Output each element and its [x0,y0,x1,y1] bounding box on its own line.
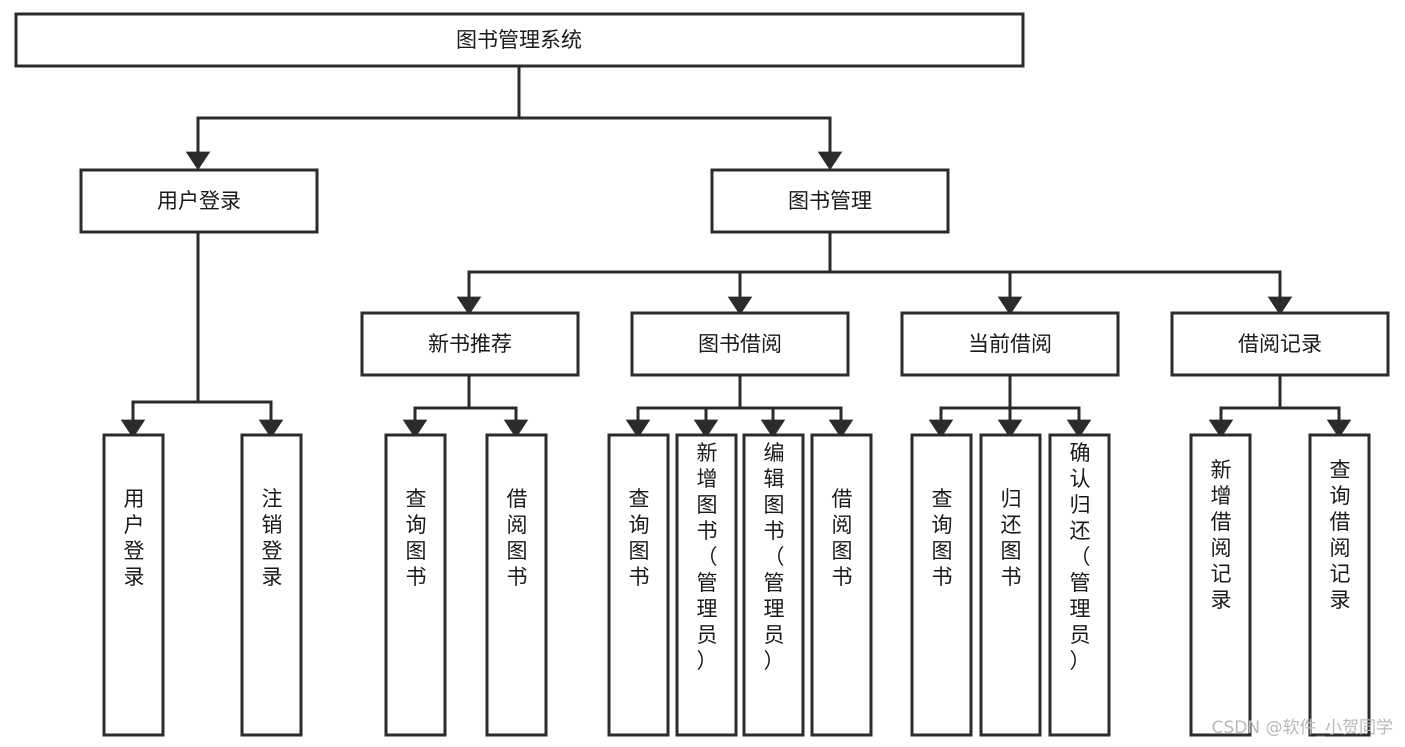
node-root[interactable]: 图书管理系统 [14,12,1025,68]
node-leaf-query-book-3-label: 查询图书 [932,487,953,589]
node-user-login-box[interactable] [79,168,319,234]
node-new-book-recommend[interactable]: 新书推荐 [360,311,580,377]
node-root-box[interactable] [14,12,1025,68]
node-leaf-query-book-1[interactable]: 查询图书 [384,433,447,737]
node-leaf-query-book-2[interactable]: 查询图书 [607,433,670,737]
node-leaf-borrow-book-2-label: 借阅图书 [832,487,853,589]
node-book-borrow-label: 图书借阅 [698,332,782,356]
node-leaf-add-record[interactable]: 新增借阅记录 [1189,433,1252,737]
node-current-borrow-box[interactable] [900,311,1120,377]
node-current-borrow-label: 当前借阅 [968,332,1052,356]
node-leaf-confirm-return-label: 确认归还（管理员） [1070,441,1091,673]
node-borrow-record-box[interactable] [1170,311,1390,377]
node-leaf-borrow-book-2-box[interactable] [810,433,873,737]
csdn-watermark: CSDN @软件_小贺同学 [1212,718,1393,738]
node-book-manage[interactable]: 图书管理 [710,168,950,234]
node-leaf-return-book-box[interactable] [979,433,1042,737]
node-leaf-query-book-3[interactable]: 查询图书 [910,433,973,737]
node-leaf-add-book[interactable]: 新增图书（管理员） [675,433,738,737]
node-leaf-query-book-1-label: 查询图书 [406,487,427,589]
node-leaf-query-record-box[interactable] [1308,433,1371,737]
node-book-manage-box[interactable] [710,168,950,234]
node-leaf-borrow-book-2[interactable]: 借阅图书 [810,433,873,737]
node-leaf-query-book-1-box[interactable] [384,433,447,737]
node-leaf-user-logout-box[interactable] [240,433,303,737]
node-user-login[interactable]: 用户登录 [79,168,319,234]
node-leaf-user-login[interactable]: 用户登录 [102,433,165,737]
node-leaf-user-login-label: 用户登录 [124,487,145,589]
node-leaf-add-record-box[interactable] [1189,433,1252,737]
node-leaf-return-book-label: 归还图书 [1001,487,1022,589]
node-user-login-label: 用户登录 [157,189,241,213]
connector-layer [120,64,1352,439]
node-borrow-record-label: 借阅记录 [1238,332,1322,356]
node-new-book-recommend-box[interactable] [360,311,580,377]
node-leaf-add-record-label: 新增借阅记录 [1211,458,1232,612]
node-book-borrow[interactable]: 图书借阅 [630,311,850,377]
node-leaf-borrow-book-1-box[interactable] [485,433,548,737]
node-leaf-query-book-2-box[interactable] [607,433,670,737]
node-root-label: 图书管理系统 [456,28,582,52]
node-leaf-confirm-return[interactable]: 确认归还（管理员） [1048,433,1111,737]
node-leaf-query-book-3-box[interactable] [910,433,973,737]
node-leaf-query-record[interactable]: 查询借阅记录 [1308,433,1371,737]
node-leaf-return-book[interactable]: 归还图书 [979,433,1042,737]
node-leaf-borrow-book-1[interactable]: 借阅图书 [485,433,548,737]
node-leaf-edit-book-box[interactable] [742,433,805,737]
node-leaf-add-book-box[interactable] [675,433,738,737]
node-leaf-edit-book[interactable]: 编辑图书（管理员） [742,433,805,737]
node-leaf-confirm-return-box[interactable] [1048,433,1111,737]
node-new-book-recommend-label: 新书推荐 [428,332,512,356]
node-leaf-user-logout[interactable]: 注销登录 [240,433,303,737]
node-leaf-user-logout-label: 注销登录 [262,487,283,589]
node-borrow-record[interactable]: 借阅记录 [1170,311,1390,377]
node-leaf-add-book-label: 新增图书（管理员） [697,441,718,673]
node-leaf-query-book-2-label: 查询图书 [629,487,650,589]
node-leaf-edit-book-label: 编辑图书（管理员） [764,441,785,673]
node-leaf-query-record-label: 查询借阅记录 [1330,458,1351,612]
node-book-manage-label: 图书管理 [788,189,872,213]
node-leaf-borrow-book-1-label: 借阅图书 [507,487,528,589]
node-current-borrow[interactable]: 当前借阅 [900,311,1120,377]
node-book-borrow-box[interactable] [630,311,850,377]
node-leaf-user-login-box[interactable] [102,433,165,737]
